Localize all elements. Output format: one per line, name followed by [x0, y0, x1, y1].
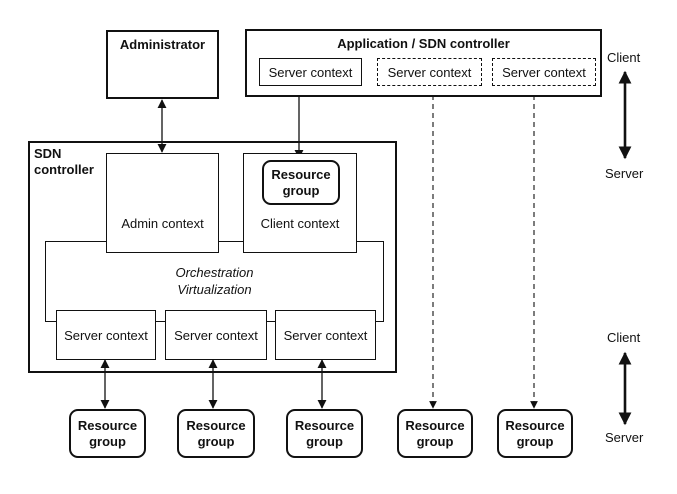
resource-group-1: Resource group [69, 409, 146, 458]
legend-bottom-client: Client [607, 330, 641, 345]
app-server-context-2: Server context [377, 58, 482, 86]
client-context-label: Client context [260, 216, 340, 231]
legend-top-client: Client [607, 50, 641, 65]
app-server-context-3: Server context [492, 58, 596, 86]
resource-group-3: Resource group [286, 409, 363, 458]
sdn-server-context-1: Server context [56, 310, 156, 360]
inner-resource-group-label: Resource group [271, 166, 331, 198]
legend-top-server: Server [605, 166, 644, 181]
orchestration-label: Orchestration [175, 265, 254, 280]
virtualization-label: Virtualization [177, 282, 252, 297]
admin-context-label: Admin context [121, 216, 204, 231]
sdn-controller-box [28, 141, 397, 373]
sdn-controller-title-line2: controller [34, 162, 94, 177]
administrator-label: Administrator [119, 37, 206, 52]
admin-context-box: Admin context [106, 153, 219, 253]
resource-group-2: Resource group [177, 409, 255, 458]
resource-group-4: Resource group [397, 409, 473, 458]
sdn-server-context-3: Server context [275, 310, 376, 360]
sdn-server-context-2: Server context [165, 310, 267, 360]
sdn-controller-title-line1: SDN [34, 146, 62, 161]
inner-resource-group: Resource group [262, 160, 340, 205]
legend-bottom-server: Server [605, 430, 644, 445]
administrator-box: Administrator [106, 30, 219, 99]
app-server-context-1: Server context [259, 58, 362, 86]
app-controller-title: Application / SDN controller [337, 36, 510, 51]
resource-group-5: Resource group [497, 409, 573, 458]
